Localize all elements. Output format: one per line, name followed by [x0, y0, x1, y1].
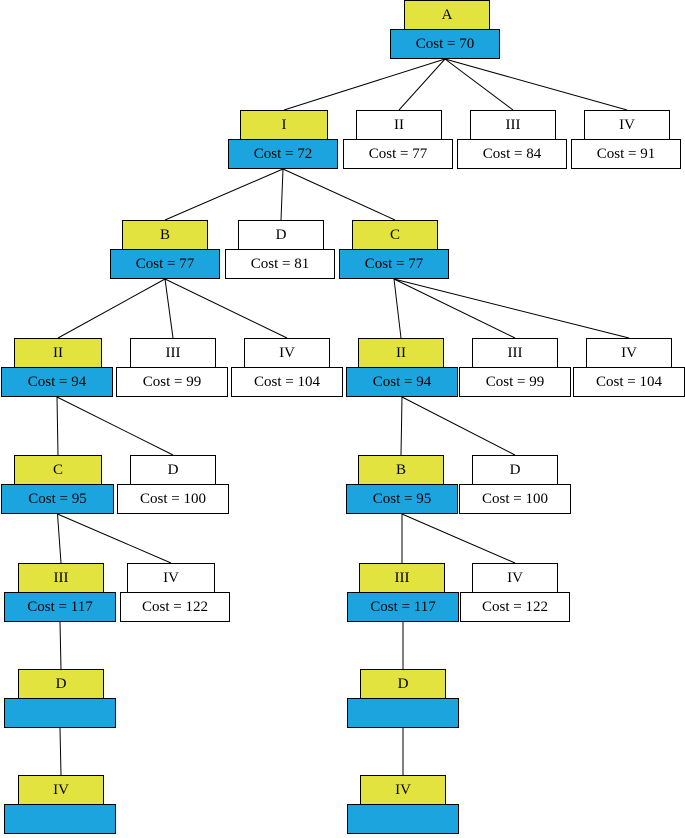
node-label: II: [14, 338, 102, 368]
edge-iii-l-to-d-l2: [59, 621, 62, 670]
node-label: C: [352, 220, 438, 250]
node-cost: Cost = 100: [459, 484, 571, 514]
node-cost: Cost = 70: [390, 29, 500, 59]
edge-i-to-b: [164, 168, 284, 221]
node-cost: [4, 698, 116, 728]
edge-ii-c-to-b-r: [400, 396, 403, 456]
node-cost: Cost = 84: [457, 139, 567, 169]
node-label: II: [356, 110, 442, 140]
edge-i-to-d-1: [280, 168, 284, 221]
node-cost: Cost = 94: [1, 367, 113, 397]
node-cost: Cost = 99: [459, 367, 571, 397]
edge-b-to-iii-b: [164, 278, 174, 339]
node-cost: Cost = 77: [339, 249, 449, 279]
edge-b-to-ii-b: [57, 278, 166, 339]
edge-d-l2-to-iv-l2: [59, 727, 62, 776]
edge-c-l-to-iv-l: [57, 513, 172, 564]
node-label: D: [18, 669, 104, 699]
node-cost: [347, 698, 459, 728]
node-label: III: [130, 338, 216, 368]
node-label: D: [472, 455, 558, 485]
node-label: B: [358, 455, 444, 485]
node-label: D: [130, 455, 216, 485]
edge-ii-b-to-c-l: [56, 396, 59, 456]
node-label: IV: [586, 338, 672, 368]
edge-b-r-to-iv-r: [401, 513, 516, 564]
edge-a-to-ii-1: [398, 58, 446, 111]
node-label: D: [238, 220, 324, 250]
edge-c-to-ii-c: [393, 278, 402, 339]
edge-a-to-iv-1: [444, 58, 628, 111]
node-cost: Cost = 117: [347, 592, 459, 622]
node-cost: Cost = 100: [117, 484, 229, 514]
edge-c-to-iv-c: [393, 278, 630, 339]
node-label: A: [404, 0, 490, 30]
edge-a-to-i: [283, 58, 446, 111]
node-label: IV: [127, 563, 215, 593]
node-label: IV: [360, 775, 446, 805]
edge-ii-b-to-d-l: [56, 396, 174, 456]
node-cost: Cost = 95: [346, 484, 458, 514]
node-cost: Cost = 122: [120, 592, 230, 622]
node-cost: Cost = 104: [231, 367, 343, 397]
edge-b-to-iv-b: [164, 278, 288, 339]
edge-i-to-c: [282, 168, 396, 221]
edge-c-to-iii-c: [393, 278, 516, 339]
node-label: I: [240, 110, 328, 140]
edge-ii-c-to-d-r: [401, 396, 516, 456]
node-label: III: [18, 563, 104, 593]
node-cost: [4, 804, 116, 834]
node-label: III: [472, 338, 558, 368]
node-label: III: [470, 110, 556, 140]
node-label: C: [14, 455, 102, 485]
node-label: D: [360, 669, 446, 699]
node-cost: Cost = 122: [460, 592, 570, 622]
node-cost: Cost = 94: [346, 367, 458, 397]
node-cost: Cost = 91: [571, 139, 681, 169]
node-label: IV: [18, 775, 104, 805]
node-cost: Cost = 117: [4, 592, 116, 622]
node-label: III: [359, 563, 445, 593]
node-cost: Cost = 77: [343, 139, 453, 169]
node-cost: Cost = 99: [116, 367, 228, 397]
node-label: B: [122, 220, 208, 250]
node-cost: Cost = 95: [1, 484, 114, 514]
node-cost: Cost = 72: [228, 139, 338, 169]
node-label: IV: [244, 338, 330, 368]
node-label: II: [358, 338, 444, 368]
edge-a-to-iii-1: [444, 58, 514, 111]
node-cost: Cost = 81: [225, 249, 335, 279]
node-cost: Cost = 104: [573, 367, 685, 397]
edge-c-l-to-iii-l: [57, 513, 62, 564]
node-label: IV: [472, 563, 558, 593]
node-cost: Cost = 77: [110, 249, 220, 279]
node-cost: [347, 804, 459, 834]
node-label: IV: [584, 110, 670, 140]
